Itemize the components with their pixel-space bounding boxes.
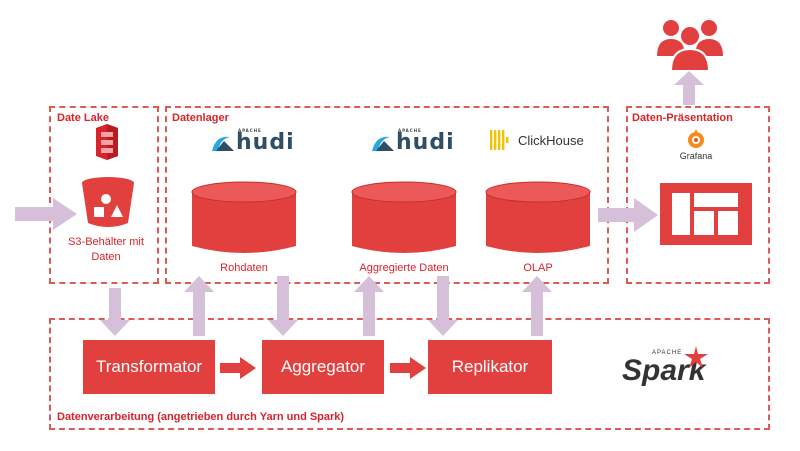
clickhouse-bars-icon [490,130,509,150]
process-transformator-box: Transformator [83,340,215,394]
grafana-logo-icon [688,129,704,148]
hudi-logo-text-1: hudi [236,130,295,155]
s3-bucket-icon [82,177,134,227]
database-aggregiert-label: Aggregierte Daten [359,262,449,274]
s3-bucket-label-line2: Daten [91,251,121,263]
dashboard-icon [660,183,752,245]
arrow-transformator-to-aggregator-icon [220,357,256,379]
hudi-apache-label-2: APACHE [398,128,422,133]
spark-apache-label: APACHE [652,350,683,356]
spark-star-icon [684,346,708,368]
region-title-warehouse: Datenlager [172,112,229,124]
database-rohdaten-icon [191,181,297,253]
arrow-input-icon [15,198,77,230]
hudi-logo-text-2: hudi [396,130,455,155]
arrow-aggregiert-to-replikator-icon [428,276,458,336]
region-presentation [626,106,770,284]
hudi-mark-icon [212,136,234,151]
grafana-logo-label: Grafana [679,151,713,161]
region-data-warehouse [165,106,609,284]
database-aggregiert-icon [351,181,457,253]
apache-spark-logo: APACHE Spark [622,346,712,392]
hudi-mark-icon [372,136,394,151]
region-data-lake [49,106,159,284]
spark-logo-text: Spark [622,354,706,387]
arrow-transformator-to-rohdaten-icon [184,276,214,336]
clickhouse-logo: ClickHouse [490,130,584,150]
users-group-icon [657,20,723,72]
database-rohdaten-label: Rohdaten [220,262,268,274]
region-title-processing: Datenverarbeitung (angetrieben durch Yar… [57,411,345,423]
aws-s3-logo-icon [96,124,118,160]
arrow-s3-to-transformator-icon [100,288,130,336]
process-replikator-box: Replikator [428,340,552,394]
arrow-up-to-users-icon [674,71,704,105]
arrow-olap-to-dashboard-icon [598,198,658,232]
process-aggregator-box: Aggregator [262,340,384,394]
region-processing [49,318,770,430]
database-olap-label: OLAP [523,262,553,274]
arrow-aggregator-to-aggregiert-icon [354,276,384,336]
s3-bucket-label-line1: S3-Behälter mit [68,236,144,248]
arrow-aggregator-to-replikator-icon [390,357,426,379]
region-title-data-lake: Date Lake [57,112,109,124]
clickhouse-logo-text: ClickHouse [518,132,584,148]
arrow-replikator-to-olap-icon [522,276,552,336]
region-title-presentation: Daten-Präsentation [632,112,733,124]
arrow-rohdaten-to-aggregator-icon [268,276,298,336]
hudi-apache-label-1: APACHE [238,128,262,133]
database-olap-icon [485,181,591,253]
